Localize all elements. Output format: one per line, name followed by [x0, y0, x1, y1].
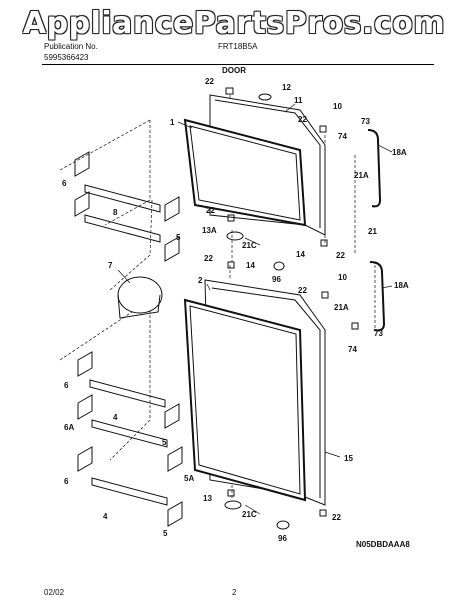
header-rule: [42, 64, 434, 65]
callout-4: 4: [103, 512, 108, 521]
model-number: FRT18B5A: [218, 42, 258, 51]
callout-6: 6: [64, 477, 69, 486]
callout-96: 96: [272, 275, 281, 284]
callout-21: 21: [368, 227, 377, 236]
callout-74: 74: [348, 345, 357, 354]
watermark: AppliancePartsPros.com: [22, 6, 446, 41]
callout-13a: 13A: [202, 226, 217, 235]
shelf-brackets: [74, 151, 183, 527]
callout-10: 10: [333, 102, 342, 111]
callout-6: 6: [64, 381, 69, 390]
callout-4: 4: [113, 413, 118, 422]
callout-22: 22: [204, 254, 213, 263]
callout-6a: 6A: [64, 423, 74, 432]
callout-21a: 21A: [334, 303, 349, 312]
callout-22: 22: [336, 251, 345, 260]
callout-96: 96: [278, 534, 287, 543]
callout-18a: 18A: [392, 148, 407, 157]
callout-22: 22: [332, 513, 341, 522]
lower-handle: [369, 261, 386, 332]
lower-door-gasket: [183, 298, 307, 502]
callout-5: 5: [162, 438, 167, 447]
footer-page: 2: [232, 588, 237, 597]
callout-21a: 21A: [354, 171, 369, 180]
callout-74: 74: [338, 132, 347, 141]
callout-14: 14: [296, 250, 305, 259]
callout-leaders: [117, 103, 393, 515]
callout-73: 73: [374, 329, 383, 338]
callout-13: 13: [203, 494, 212, 503]
callout-21c: 21C: [242, 241, 257, 250]
diagram-code: N05DBDAAA8: [356, 540, 410, 549]
callout-22: 22: [298, 115, 307, 124]
upper-door-gasket: [183, 118, 307, 227]
callout-22: 22: [205, 77, 214, 86]
callout-5: 5: [163, 529, 168, 538]
callout-2: 2: [198, 276, 203, 285]
butter-container: [117, 276, 163, 319]
callout-73: 73: [361, 117, 370, 126]
callout-11: 11: [294, 96, 303, 105]
callout-6: 6: [62, 179, 67, 188]
callout-1: 1: [170, 118, 175, 127]
section-title: DOOR: [222, 66, 246, 75]
callout-22: 22: [206, 206, 215, 215]
callout-21c: 21C: [242, 510, 257, 519]
callout-7: 7: [108, 261, 113, 270]
callout-12: 12: [282, 83, 291, 92]
publication-label: Publication No.: [44, 42, 98, 51]
upper-handle: [367, 129, 382, 208]
footer-date: 02/02: [44, 588, 65, 597]
publication-number: 5995366423: [44, 53, 89, 62]
callout-15: 15: [344, 454, 353, 463]
callout-10: 10: [338, 273, 347, 282]
hinge-hardware: [224, 87, 359, 530]
shelf-rails: [84, 184, 168, 506]
callout-14: 14: [246, 261, 255, 270]
callout-22: 22: [298, 286, 307, 295]
callout-8: 8: [113, 208, 118, 217]
callout-18a: 18A: [394, 281, 409, 290]
callout-5a: 5A: [184, 474, 194, 483]
callout-5: 5: [176, 233, 181, 242]
